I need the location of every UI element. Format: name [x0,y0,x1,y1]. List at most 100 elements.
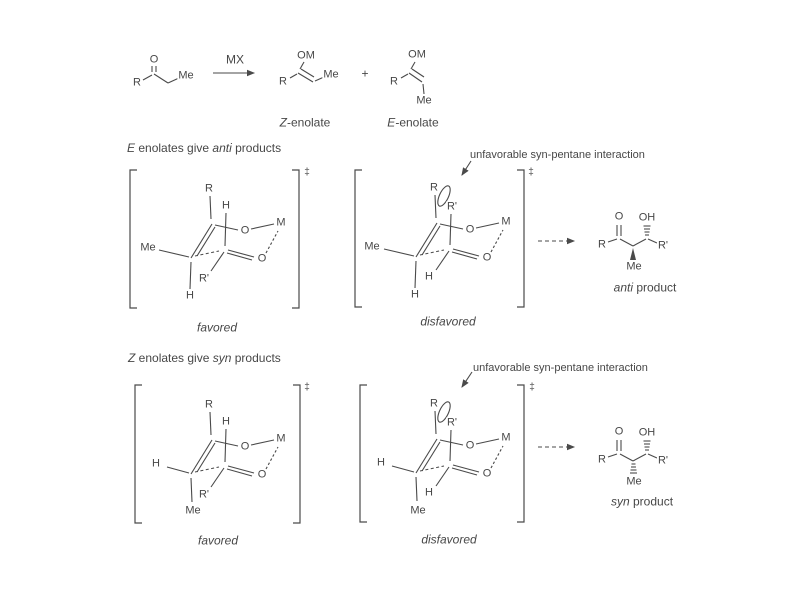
anti-product-Rprime: R' [656,239,670,252]
ts-e-dis-H-eq: H [424,270,434,283]
plus-sign: + [361,66,369,81]
header-e-row: E enolates give anti products [127,141,282,155]
z-enolate-OM: OM [296,49,316,62]
ts-e-dis-M: M [500,215,512,228]
header-e-em2: anti [212,141,232,155]
syn-product-R: R [597,453,607,466]
ts-z-dis-H-left: H [376,456,386,469]
syn-pentane-annotation-2: unfavorable syn-pentane interaction [473,362,648,374]
ts-z-fav-M: M [275,432,287,445]
ketone-carbonyl-O: O [148,53,160,66]
header-z-em2: syn [212,351,232,365]
ts-e-disfavored-label: disfavored [420,314,476,329]
steric-clash-arc [437,401,451,423]
ts-z-dis-Rprime: R' [445,416,459,429]
anti-product-O: O [613,210,625,223]
syn-product-O: O [613,425,625,438]
anti-product-label-rest: product [633,280,677,295]
hash-bond-Me [630,463,637,474]
header-e-mid: enolates give [135,141,213,155]
wedge-bond-Me [630,248,636,260]
header-z-end: products [231,351,281,365]
anti-product-structure [607,225,658,260]
ts-e-disfavored-structure [354,169,525,308]
ketone-Me: Me [177,69,195,82]
ts-e-dis-Rprime: R' [445,200,459,213]
ketone-R: R [132,76,142,89]
z-enolate-R: R [278,75,288,88]
ts-e-fav-H-bottom: H [185,289,195,302]
ts-e-favored-structure [129,169,300,309]
ts-e-dis-dagger: ‡ [528,167,534,178]
ts-z-dis-H-eq: H [424,486,434,499]
ts-e-fav-Rprime: R' [197,272,211,285]
ts-z-dis-O-carbonyl: O [481,467,493,480]
header-z-mid: enolates give [135,351,213,365]
ts-z-disfavored-label: disfavored [421,532,477,547]
ts-e-fav-O-enolate: O [239,224,251,237]
ts-z-fav-H-axial: H [221,415,231,428]
syn-pentane-annotation-1: unfavorable syn-pentane interaction [470,149,645,161]
ts-e-fav-dagger: ‡ [304,167,310,178]
ts-e-fav-R: R [204,182,214,195]
ts-e-fav-H-axial: H [221,199,231,212]
z-enolate-Me: Me [322,68,340,81]
ts-e-dis-O-enolate: O [464,223,476,236]
ts-z-dis-R: R [429,397,439,410]
header-z-em1: Z [128,351,136,365]
z-enolate-label: Z-enolate [280,116,331,129]
ts-z-fav-Rprime: R' [197,488,211,501]
ts-z-fav-dagger: ‡ [304,382,310,393]
ts-e-dis-R: R [429,181,439,194]
ts-e-fav-O-carbonyl: O [256,252,268,265]
e-enolate-label: E-enolate [387,116,438,129]
hash-bond-OH [643,225,651,236]
ts-e-dis-Me: Me [363,240,381,253]
header-e-em1: E [127,141,136,155]
syn-product-structure [607,440,658,474]
ketone-structure [142,66,180,84]
ts-z-favored-label: favored [197,533,239,548]
annotation-arrow-1 [461,160,472,176]
annotation-arrow-2 [461,371,473,388]
syn-product-OH: OH [637,426,657,439]
reagent-label: MX [226,52,244,67]
z-enolate-label-em: Z [279,115,287,130]
ts-z-dis-Me: Me [409,504,427,517]
ts-e-favored-label: favored [196,320,238,335]
e-enolate-label-em: E [387,115,396,130]
e-enolate-Me: Me [415,94,433,107]
syn-product-Me: Me [625,475,643,488]
ts-z-dis-O-enolate: O [464,439,476,452]
ts-e-dis-O-carbonyl: O [481,251,493,264]
anti-product-R: R [597,238,607,251]
ts-z-dis-M: M [500,431,512,444]
e-enolate-structure [400,61,425,95]
e-enolate-label-rest: -enolate [395,115,439,130]
ts-e-fav-Me: Me [139,241,157,254]
steric-clash-arc [437,185,451,207]
syn-product-Rprime: R' [656,454,670,467]
ts-z-disfavored-structure [359,384,525,523]
ts-e-fav-M: M [275,216,287,229]
ts-z-dis-dagger: ‡ [529,382,535,393]
ts-z-fav-H-left: H [151,457,161,470]
syn-product-label: syn product [611,495,673,508]
header-z-row: Z enolates give syn products [128,351,281,365]
e-enolate-OM: OM [407,48,427,61]
ts-z-fav-Me: Me [184,504,202,517]
header-e-end: products [231,141,282,155]
hash-bond-OH [643,440,651,451]
ts-z-favored-structure [134,384,301,524]
ts-e-dis-H-bottom: H [410,288,420,301]
e-enolate-R: R [389,75,399,88]
anti-product-Me: Me [625,260,643,273]
ts-z-fav-R: R [204,398,214,411]
z-enolate-label-rest: -enolate [286,115,331,130]
anti-product-label: anti product [614,281,677,294]
ts-z-fav-O-carbonyl: O [256,468,268,481]
anti-product-OH: OH [637,211,657,224]
